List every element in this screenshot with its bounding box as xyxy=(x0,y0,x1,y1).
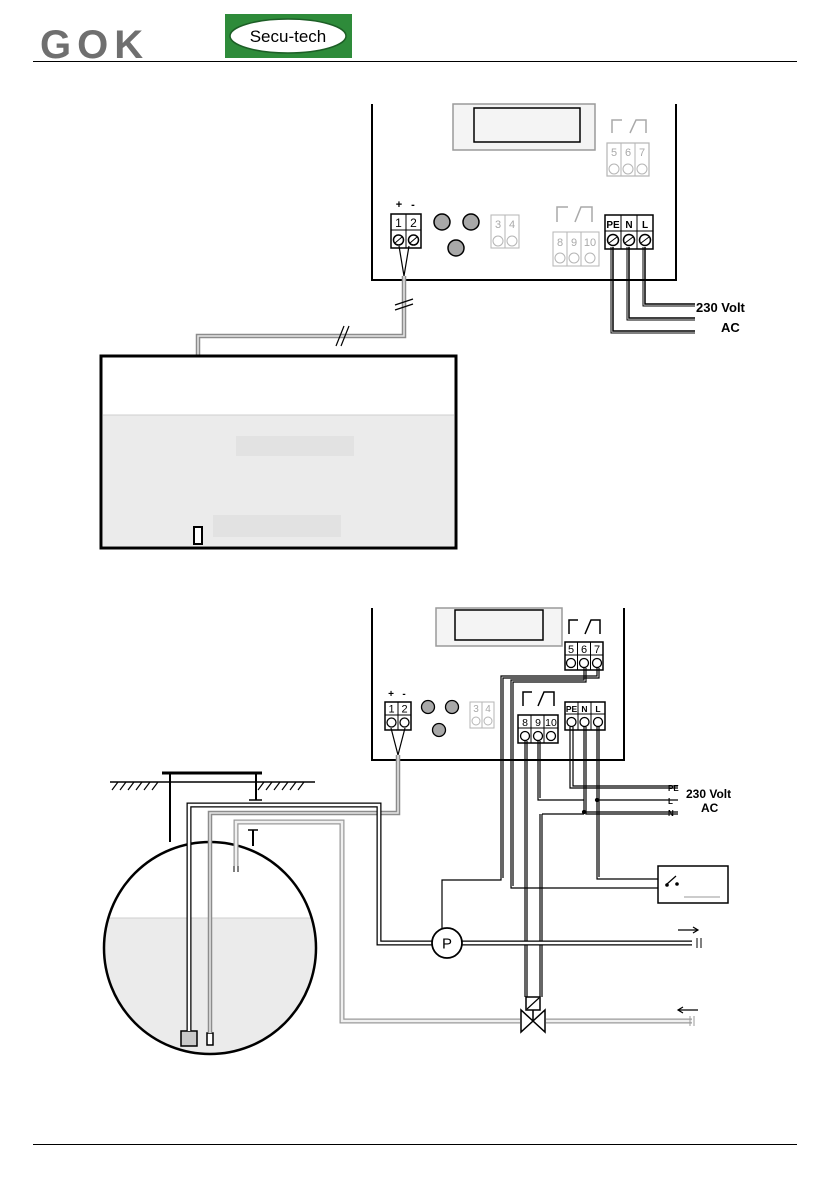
terminal-label-10: 10 xyxy=(545,717,557,729)
pump-symbol: P xyxy=(432,928,462,958)
relay-block-5-7-bottom: 5 6 7 xyxy=(565,620,603,670)
terminal-label-8: 8 xyxy=(522,717,528,729)
solenoid-valve xyxy=(521,997,545,1032)
relay-block-8-10-bottom: 8 9 10 xyxy=(518,692,558,743)
terminal-label-4: 4 xyxy=(509,219,515,231)
terminal-label-6: 6 xyxy=(625,147,631,159)
supply-ac-label: AC xyxy=(701,801,719,815)
minus-label: - xyxy=(411,199,415,211)
gok-logo: GOK xyxy=(40,23,149,67)
pump-label: P xyxy=(442,936,452,953)
aux-terminal-bottom: 3 4 xyxy=(470,702,494,728)
ground-line xyxy=(110,782,315,790)
terminal-label-pe: PE xyxy=(606,220,620,231)
supply-wires-top xyxy=(611,247,695,333)
control-buttons-top xyxy=(434,214,479,256)
aux-terminal-top: 3 4 xyxy=(491,215,519,248)
terminal-label-5: 5 xyxy=(611,147,617,159)
minus-label: - xyxy=(402,689,405,700)
line-label-pe: PE xyxy=(668,784,679,793)
terminal-label-7: 7 xyxy=(594,644,600,656)
external-alarm-device xyxy=(658,866,728,903)
discharge-pipe xyxy=(462,927,701,948)
terminal-label-1: 1 xyxy=(395,216,402,230)
line-label-n: N xyxy=(668,809,674,818)
terminal-label-3: 3 xyxy=(495,219,501,231)
plus-label: + xyxy=(388,689,394,700)
open-tank xyxy=(101,356,456,548)
bottom-diagram: 5 6 7 + - 1 2 3 4 xyxy=(100,608,731,1058)
level-sensor-probe xyxy=(207,1033,213,1045)
top-diagram: 5 6 7 + - 1 2 xyxy=(101,104,746,548)
terminal-label-8: 8 xyxy=(557,237,563,249)
secu-tech-logo: Secu-tech xyxy=(225,14,352,58)
supply-ac-label: AC xyxy=(721,320,740,335)
terminal-label-n: N xyxy=(625,220,632,231)
terminal-label-n: N xyxy=(581,704,587,714)
terminal-label-2: 2 xyxy=(401,704,407,716)
terminal-label-4: 4 xyxy=(485,704,491,715)
terminal-label-pe: PE xyxy=(566,704,578,714)
plus-label: + xyxy=(396,199,402,211)
relay-block-5-7-top: 5 6 7 xyxy=(607,120,649,176)
supply-voltage-label: 230 Volt xyxy=(696,300,746,315)
terminal-label-7: 7 xyxy=(639,147,645,159)
relay-block-8-10-top: 8 9 10 xyxy=(553,207,599,266)
control-buttons-bottom xyxy=(422,701,459,737)
terminal-label-6: 6 xyxy=(581,644,587,656)
terminal-label-3: 3 xyxy=(473,704,479,715)
pump-suction-head xyxy=(181,1031,197,1046)
terminal-label-9: 9 xyxy=(571,237,577,249)
sensor-terminal-bottom: + - 1 2 xyxy=(385,689,411,730)
terminal-label-10: 10 xyxy=(584,237,596,249)
sensor-terminal-top: + - 1 2 xyxy=(391,199,421,248)
gok-logo-text: GOK xyxy=(40,23,149,67)
terminal-label-2: 2 xyxy=(410,216,417,230)
terminal-label-5: 5 xyxy=(568,644,574,656)
terminal-label-l: L xyxy=(595,704,600,714)
supply-terminal-bottom: PE N L xyxy=(565,702,605,730)
terminal-label-1: 1 xyxy=(388,704,394,716)
line-label-l: L xyxy=(668,797,673,806)
terminal-label-9: 9 xyxy=(535,717,541,729)
level-sensor-probe xyxy=(194,527,202,544)
secu-tech-logo-text: Secu-tech xyxy=(250,27,327,46)
page-header: GOK Secu-tech xyxy=(33,14,797,67)
supply-voltage-label: 230 Volt xyxy=(686,787,731,801)
supply-terminal-top: PE N L xyxy=(605,215,653,249)
terminal-label-l: L xyxy=(642,220,648,231)
